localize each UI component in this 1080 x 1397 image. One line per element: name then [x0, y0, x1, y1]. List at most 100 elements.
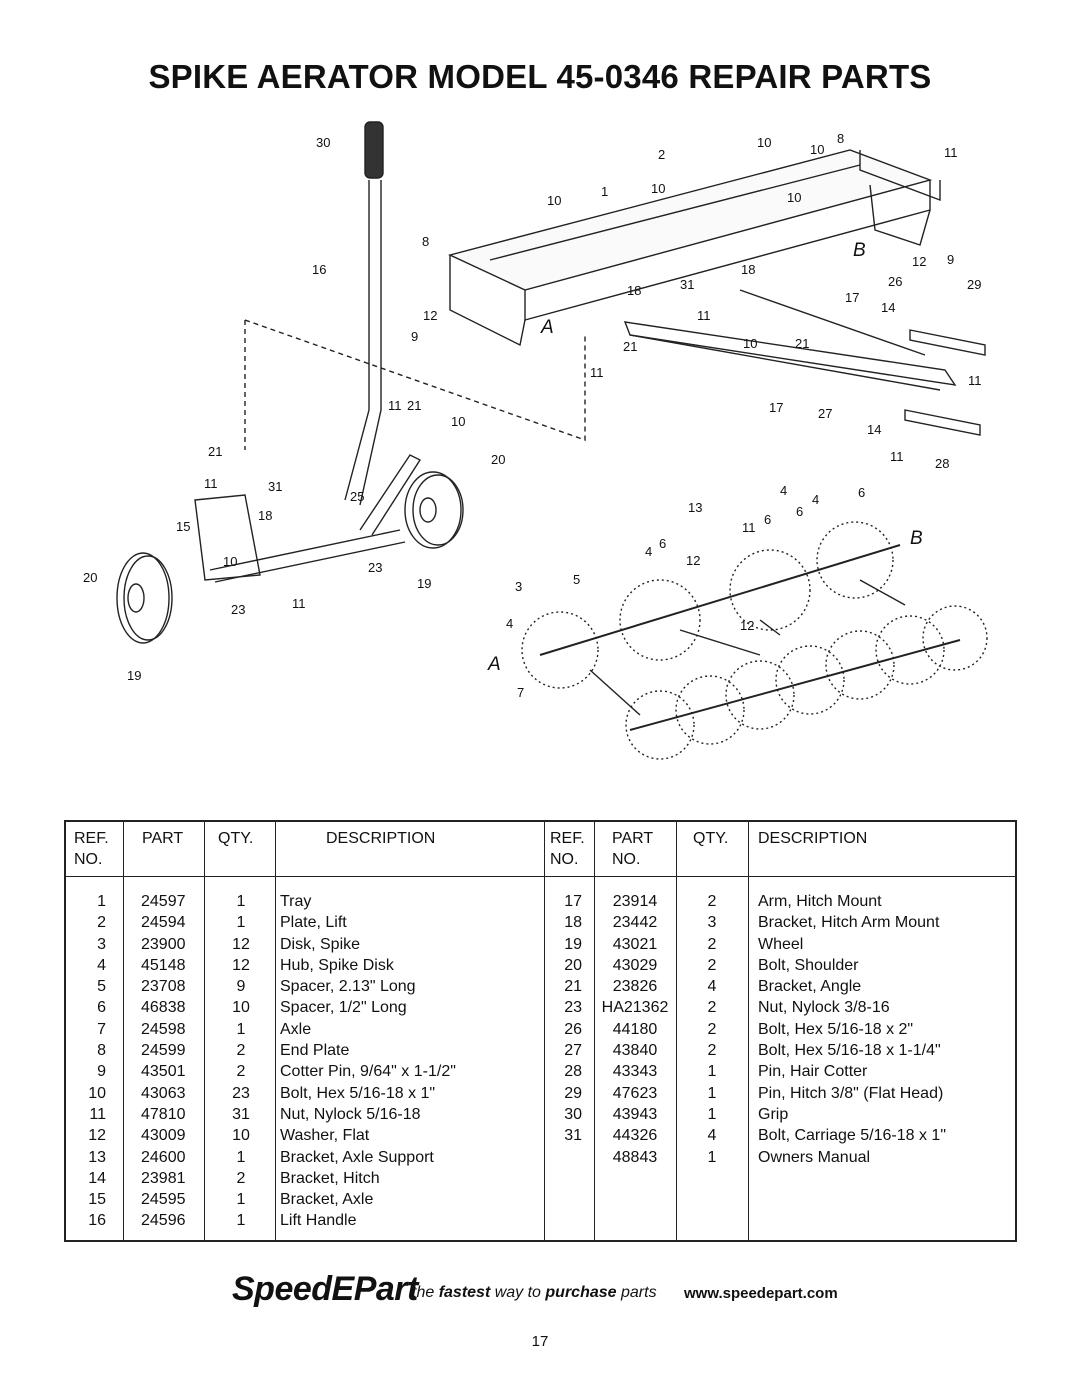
callout: 11 — [204, 476, 218, 491]
cell-part: 24596 — [141, 1212, 186, 1230]
col-description-2: Arm, Hitch Mount Bracket, Hitch Arm Moun… — [758, 891, 946, 1168]
callout: 10 — [810, 142, 824, 157]
cell-ref: 10 — [88, 1084, 106, 1102]
callout: 2 — [658, 147, 665, 162]
cell-qty: 4 — [707, 1127, 717, 1145]
cell-description: Bolt, Hex 5/16-18 x 1" — [280, 1084, 436, 1102]
callout: 11 — [388, 398, 402, 413]
cell-part: 23981 — [141, 1169, 186, 1187]
col-ref: 1 2 3 4 5 6 7 8 9 10 11 12 13 14 15 16 — [66, 891, 106, 1232]
callout: 21 — [623, 339, 637, 354]
cell-ref: 12 — [88, 1127, 106, 1145]
cell-description: Bolt, Hex 5/16-18 x 1-1/4" — [758, 1042, 941, 1060]
cell-qty: 1 — [236, 1020, 246, 1038]
cell-part: HA21362 — [601, 999, 669, 1017]
callout: 21 — [208, 444, 222, 459]
callout: 18 — [741, 262, 755, 277]
cell-ref: 19 — [564, 935, 582, 953]
cell-ref: 3 — [97, 935, 106, 953]
cell-part: 47623 — [612, 1084, 658, 1102]
cell-description: Owners Manual — [758, 1148, 871, 1166]
cell-ref: 28 — [564, 1063, 582, 1081]
callout: 11 — [742, 520, 756, 535]
website-link[interactable]: www.speedepart.com — [684, 1285, 838, 1302]
cell-description: Bracket, Axle — [280, 1191, 374, 1209]
col-qty-2: 2 3 2 2 4 2 2 2 1 1 1 4 1 — [686, 891, 738, 1168]
cell-description: Hub, Spike Disk — [280, 956, 394, 974]
cell-qty: 2 — [236, 1042, 246, 1060]
cell-description: Nut, Nylock 5/16-18 — [280, 1105, 421, 1123]
cell-ref: 26 — [564, 1020, 582, 1038]
parts-exploded-diagram: 30 2 10 8 11 10 1 10 10 10 8 B 12 9 16 1… — [0, 110, 1080, 810]
cell-description: Pin, Hitch 3/8" (Flat Head) — [758, 1084, 944, 1102]
callout: 21 — [795, 336, 809, 351]
callout: 6 — [659, 536, 666, 551]
cell-qty: 1 — [236, 1191, 246, 1209]
callout: 8 — [422, 234, 429, 249]
cell-ref: 23 — [564, 999, 582, 1017]
cell-description: Plate, Lift — [280, 914, 347, 932]
cell-qty: 9 — [236, 978, 246, 996]
callout: 12 — [686, 553, 700, 568]
cell-qty: 1 — [707, 1105, 717, 1123]
cell-description: Washer, Flat — [280, 1127, 370, 1145]
cell-qty: 1 — [236, 1212, 246, 1230]
cell-qty: 2 — [236, 1169, 246, 1187]
col-ref-2: 17 18 19 20 21 23 26 27 28 29 30 31 — [544, 891, 582, 1168]
cell-ref: 8 — [97, 1042, 106, 1060]
cell-qty: 2 — [236, 1063, 246, 1081]
cell-ref: 9 — [97, 1063, 106, 1081]
cell-part: 43063 — [141, 1084, 186, 1102]
callout: 11 — [697, 308, 711, 323]
cell-ref: 29 — [564, 1084, 582, 1102]
cell-ref: 6 — [97, 999, 106, 1017]
cell-qty: 1 — [707, 1063, 717, 1081]
callout: 6 — [764, 512, 771, 527]
callout: 19 — [127, 668, 141, 683]
cell-ref: 30 — [564, 1105, 582, 1123]
cell-ref: 15 — [88, 1191, 106, 1209]
callout: 8 — [837, 131, 844, 146]
callout: 11 — [890, 449, 904, 464]
callout: 28 — [935, 456, 949, 471]
cell-ref: 31 — [564, 1127, 582, 1145]
tray-illustration — [447, 149, 941, 347]
cell-ref: 4 — [97, 956, 106, 974]
cell-description: Spacer, 2.13" Long — [280, 978, 416, 996]
callout: 16 — [312, 262, 326, 277]
cell-description: Cotter Pin, 9/64" x 1-1/2" — [280, 1063, 456, 1081]
callout: 10 — [743, 336, 757, 351]
handle-illustration — [344, 121, 384, 506]
cell-description: Bracket, Angle — [758, 978, 862, 996]
cell-qty: 2 — [707, 893, 717, 910]
cell-part: 43501 — [141, 1063, 186, 1081]
callout: A — [487, 654, 501, 675]
cell-part: 44180 — [612, 1020, 658, 1038]
callout: 10 — [547, 193, 561, 208]
cell-part: 24595 — [141, 1191, 186, 1209]
callout: 26 — [888, 274, 902, 289]
cell-description: Bolt, Shoulder — [758, 956, 859, 974]
cell-ref: 14 — [88, 1169, 106, 1187]
callout: 21 — [407, 398, 421, 413]
cell-description: Bolt, Hex 5/16-18 x 2" — [758, 1020, 914, 1038]
cell-ref: 7 — [97, 1020, 106, 1038]
header-description-2: DESCRIPTION — [758, 830, 868, 847]
cell-qty: 1 — [236, 1148, 246, 1166]
callout: 25 — [350, 489, 364, 504]
cell-qty: 1 — [707, 1148, 717, 1166]
cell-part: 23826 — [612, 978, 658, 996]
cell-qty: 2 — [707, 935, 717, 953]
callout: 20 — [491, 452, 505, 467]
cell-description: Pin, Hair Cotter — [758, 1063, 868, 1081]
cell-part: 24598 — [141, 1020, 186, 1038]
callout: 6 — [858, 485, 865, 500]
page-title: SPIKE AERATOR MODEL 45-0346 REPAIR PARTS — [148, 58, 932, 95]
callout: 4 — [780, 483, 787, 498]
header-qty-2: QTY. — [693, 830, 729, 847]
cell-ref: 20 — [564, 956, 582, 974]
cell-description: Spacer, 1/2" Long — [280, 999, 407, 1017]
cell-ref: 2 — [97, 914, 106, 932]
header-qty: QTY. — [218, 830, 254, 847]
cell-description: Disk, Spike — [280, 935, 361, 953]
